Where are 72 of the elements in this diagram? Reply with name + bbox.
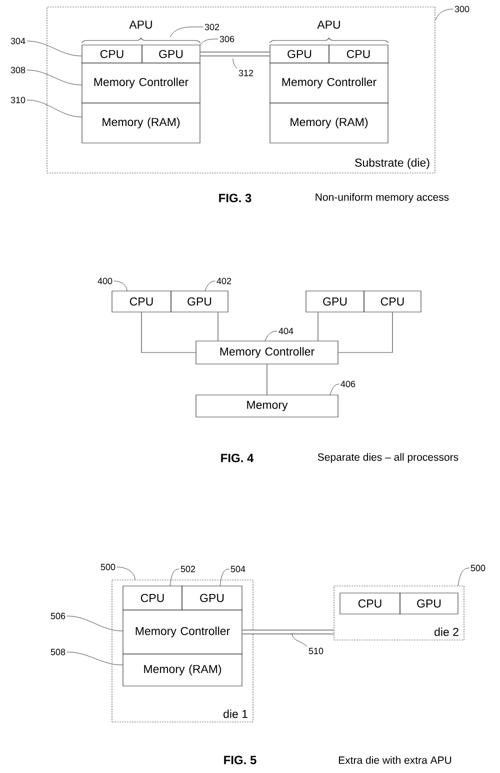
group-heading: APU (317, 20, 340, 29)
block-cell: CPU (328, 44, 388, 64)
reference-numeral: 302 (204, 24, 220, 30)
reference-numeral: 500 (470, 564, 486, 572)
leader-line (292, 632, 308, 647)
reference-numeral: 312 (238, 70, 254, 76)
reference-numeral: 510 (308, 648, 324, 654)
figure-number: FIG. 4 (221, 454, 254, 462)
connector-line (266, 364, 268, 395)
leader-line (458, 568, 470, 586)
interconnect (242, 630, 334, 634)
group-heading: APU (129, 20, 152, 29)
figure-number: FIG. 3 (219, 194, 252, 202)
connector-line (141, 312, 196, 353)
interconnect (200, 52, 270, 56)
reference-numeral: 402 (216, 278, 232, 284)
leader-line (66, 652, 124, 666)
block-cell: GPU (270, 44, 330, 64)
reference-numeral: 504 (230, 566, 246, 572)
die-label: Substrate (die) (355, 158, 430, 169)
figure-caption: Non-uniform memory access (316, 193, 449, 203)
block-cell: Memory Controller (82, 62, 200, 104)
block-cell: CPU (82, 44, 142, 64)
block-cell: GPU (306, 290, 364, 312)
reference-numeral: 308 (10, 66, 26, 74)
figure-number: FIG. 5 (224, 756, 256, 764)
reference-numeral: 502 (180, 566, 196, 572)
figure-caption: Extra die with extra APU (338, 756, 452, 764)
leader-line (435, 8, 454, 20)
leader-line (66, 616, 124, 632)
connector-line (338, 312, 393, 353)
block-cell: GPU (142, 44, 200, 64)
block-cell: CPU (364, 290, 422, 312)
leader-line (204, 280, 216, 292)
leader-line (200, 38, 218, 46)
block-cell: Memory (196, 394, 338, 418)
block-cell: Memory Controller (270, 62, 388, 104)
block-cell: GPU (170, 290, 228, 312)
reference-numeral: 300 (454, 6, 470, 12)
leader-line (26, 70, 82, 86)
leader-line (220, 568, 230, 586)
block-cell: Memory (RAM) (82, 102, 200, 144)
leader-line (232, 58, 238, 69)
reference-numeral: 400 (98, 278, 112, 284)
die-label: die 1 (224, 710, 248, 718)
reference-numeral: 406 (340, 380, 356, 388)
leader-line (170, 568, 180, 586)
block-cell: Memory (RAM) (122, 654, 242, 686)
leader-line (116, 566, 136, 580)
reference-numeral: 506 (50, 612, 66, 620)
leader-line (170, 26, 204, 38)
die-label: die 2 (434, 628, 458, 636)
leader-line (330, 384, 340, 396)
block-cell: CPU (340, 592, 400, 614)
block-cell: GPU (400, 592, 458, 614)
reference-numeral: 404 (278, 328, 294, 334)
block-cell: CPU (122, 586, 182, 610)
reference-numeral: 306 (220, 36, 234, 42)
leader-line (26, 40, 82, 56)
block-cell: Memory Controller (196, 340, 338, 364)
reference-numeral: 500 (100, 564, 116, 570)
block-cell: Memory Controller (122, 610, 242, 654)
reference-numeral: 310 (10, 96, 26, 104)
leader-line (26, 100, 82, 118)
block-cell: Memory (RAM) (270, 102, 388, 144)
block-cell: GPU (182, 586, 242, 610)
figure-caption: Separate dies – all processors (318, 453, 458, 463)
leader-line (264, 330, 278, 342)
block-cell: CPU (112, 290, 172, 312)
reference-numeral: 508 (50, 648, 66, 656)
leader-line (114, 280, 128, 292)
reference-numeral: 304 (10, 38, 26, 44)
